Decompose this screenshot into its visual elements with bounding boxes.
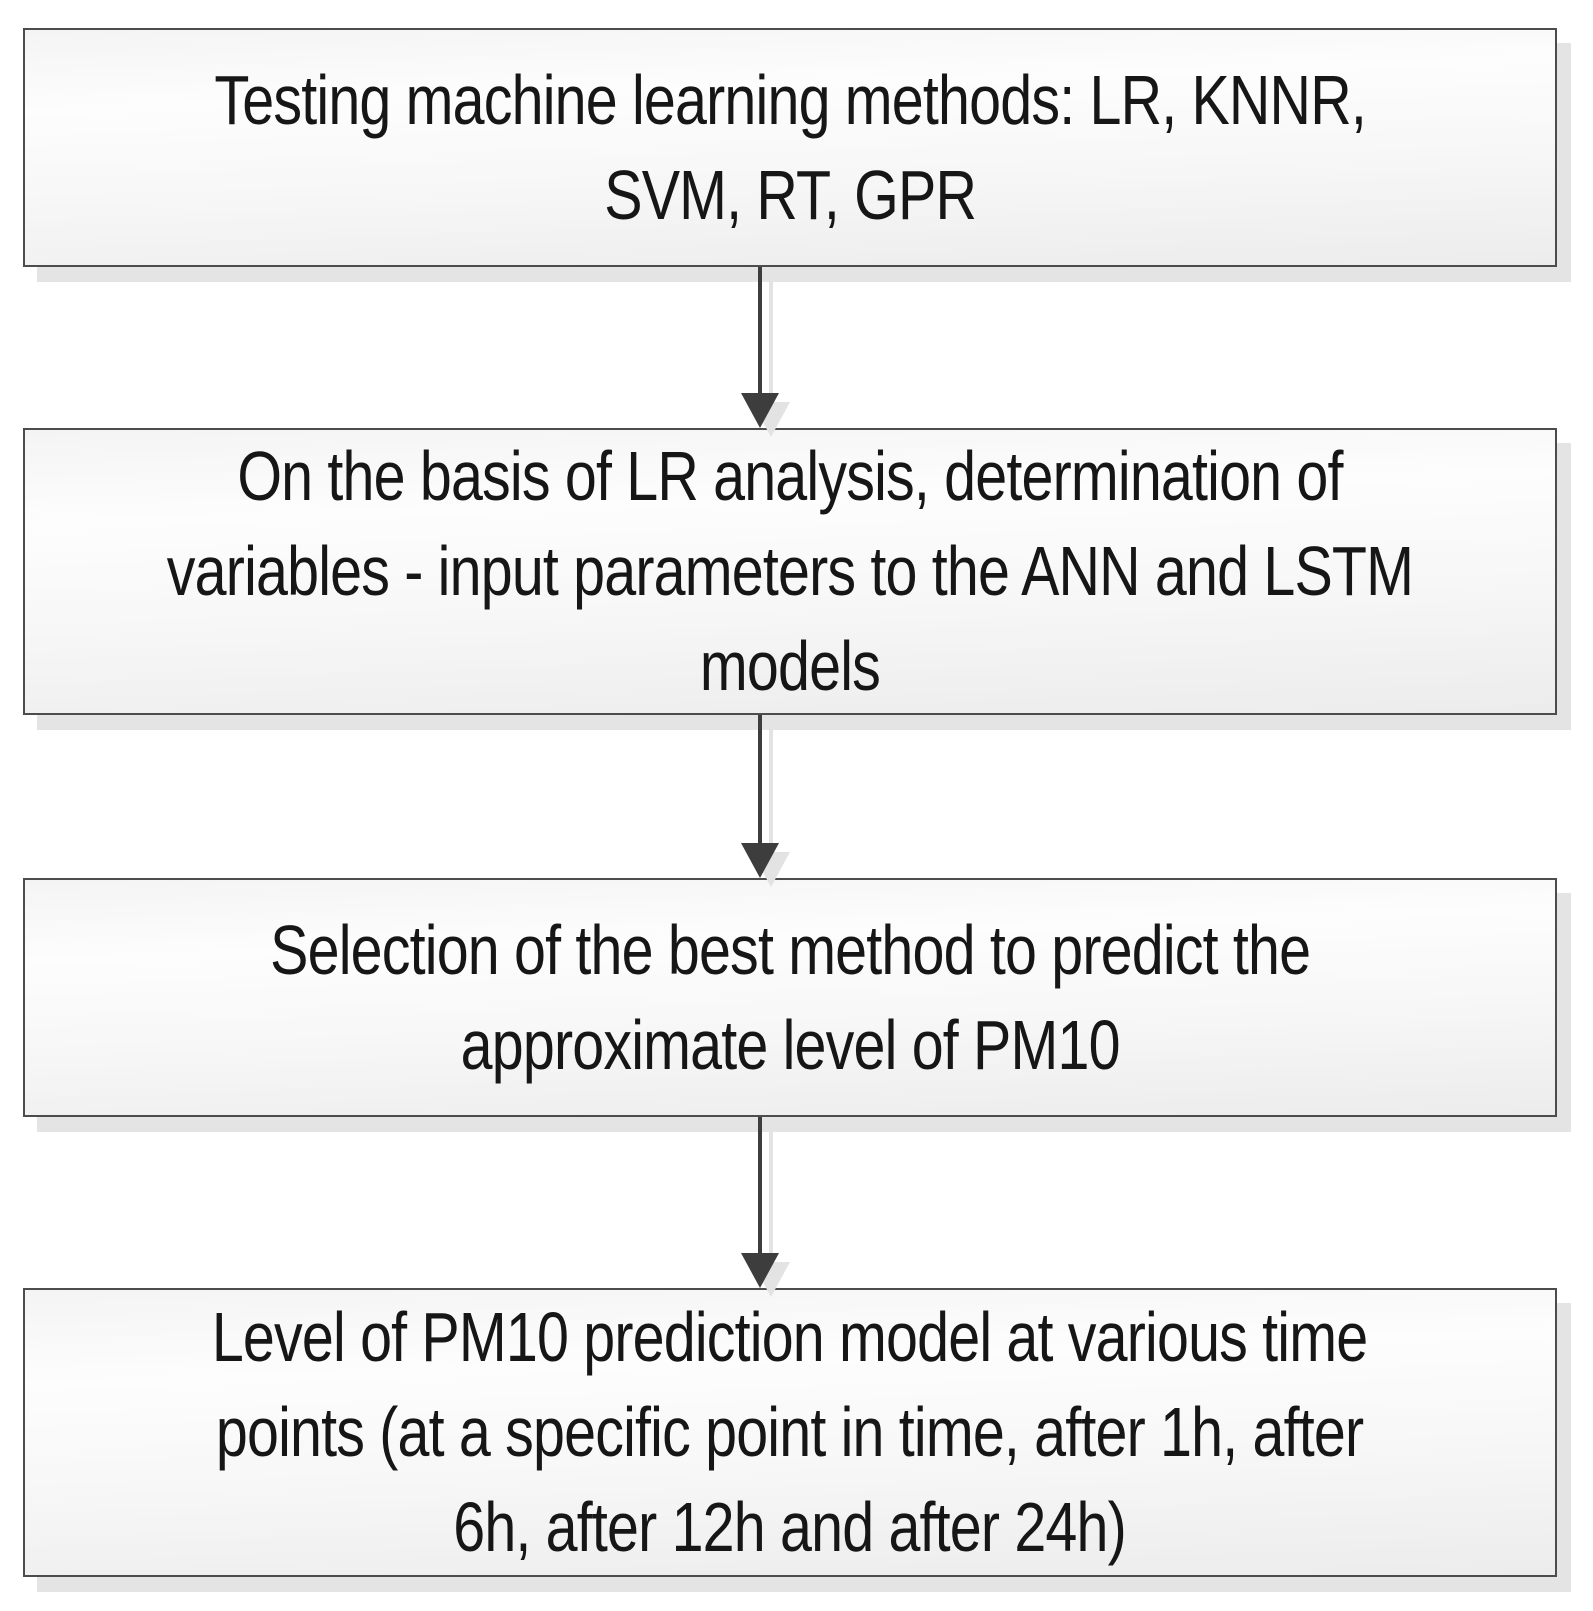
flow-step-testing-methods: Testing machine learning methods: LR, KN… (23, 28, 1557, 267)
flow-arrow-down-icon (741, 267, 779, 428)
arrow-head (741, 393, 779, 428)
arrow-line (758, 267, 762, 393)
flow-step-pm10-prediction-model-label: Level of PM10 prediction model at variou… (212, 1298, 1368, 1566)
arrow-head (741, 1253, 779, 1288)
flowchart: Testing machine learning methods: LR, KN… (23, 28, 1557, 1577)
flow-step-testing-methods-label: Testing machine learning methods: LR, KN… (214, 60, 1366, 234)
arrow-line (758, 1117, 762, 1253)
flow-arrow-down-icon (741, 715, 779, 878)
flow-step-lr-analysis-variables: On the basis of LR analysis, determinati… (23, 428, 1557, 715)
flow-step-lr-analysis-variables-label: On the basis of LR analysis, determinati… (166, 437, 1414, 705)
flow-step-best-method-selection-label: Selection of the best method to predict … (269, 910, 1311, 1084)
arrow-head (741, 843, 779, 878)
arrow-line (758, 715, 762, 843)
flow-step-pm10-prediction-model: Level of PM10 prediction model at variou… (23, 1288, 1557, 1577)
flow-step-best-method-selection: Selection of the best method to predict … (23, 878, 1557, 1117)
flow-arrow-down-icon (741, 1117, 779, 1288)
